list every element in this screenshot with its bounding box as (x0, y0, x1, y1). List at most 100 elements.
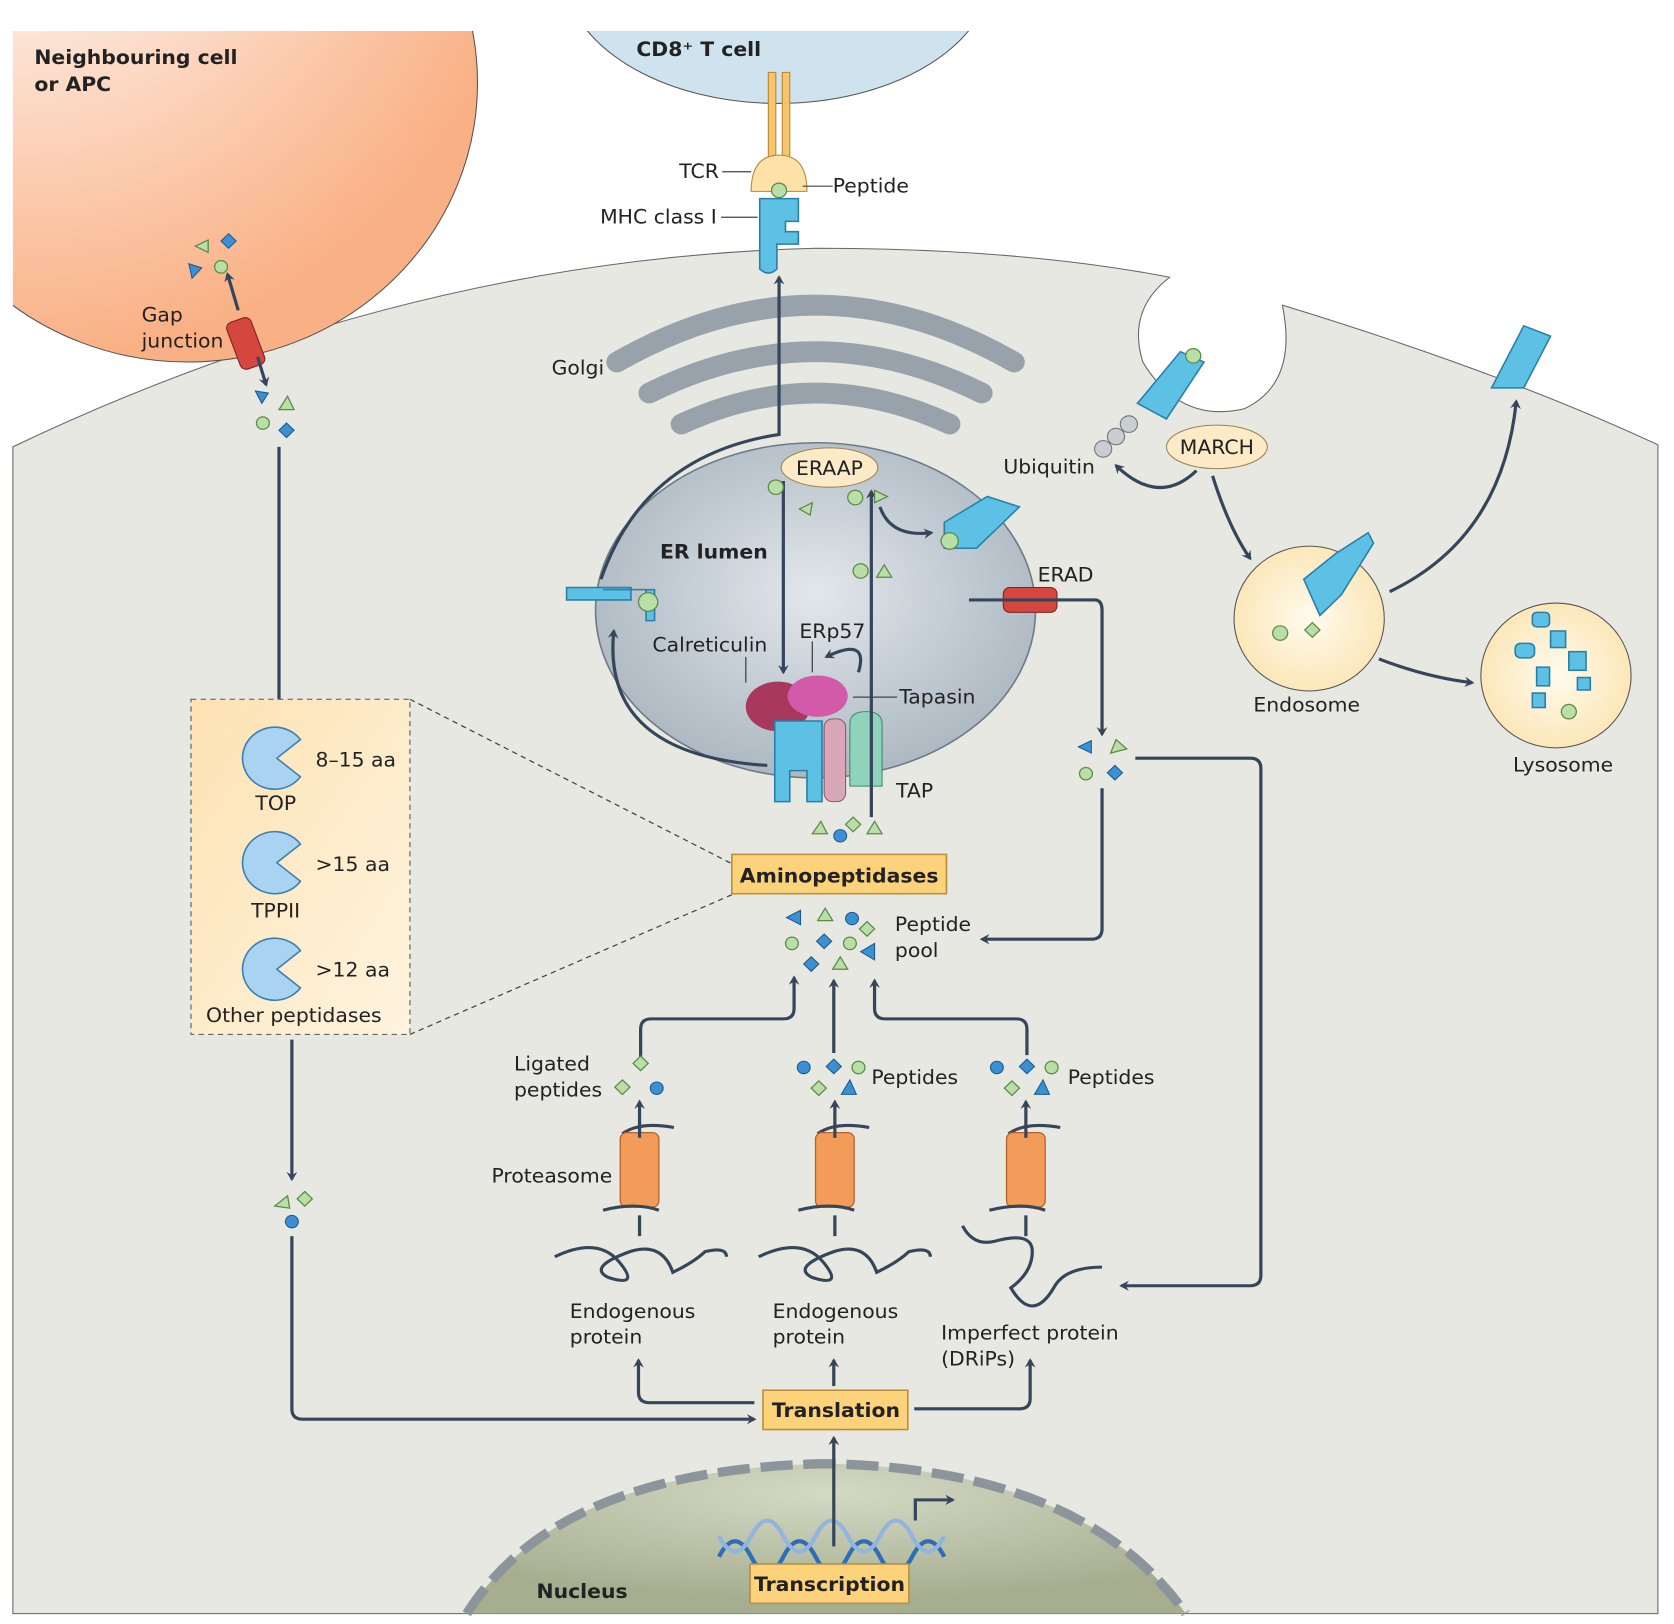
tap-label: TAP (895, 779, 933, 803)
other-peptidase-pacman-icon (241, 937, 302, 1002)
ubiquitin-chain (1094, 415, 1138, 458)
peptide-icon (284, 1214, 299, 1229)
er-lumen-label: ER lumen (660, 540, 768, 564)
peptide-icon (220, 232, 237, 250)
tcr-label: TCR (678, 159, 719, 183)
top-pacman-icon (241, 726, 302, 790)
neighbour-label: Neighbouring cell (34, 45, 237, 69)
mhc-label: MHC class I (600, 205, 717, 229)
peptide-icon (833, 829, 848, 843)
golgi (606, 294, 1025, 435)
ubiquitin-label: Ubiquitin (1003, 455, 1095, 479)
tcr (750, 71, 808, 192)
ligated-label-2: peptides (514, 1078, 602, 1102)
imperfect-label-2: (DRiPs) (941, 1347, 1015, 1371)
peptide-icon (637, 592, 659, 612)
peptide-icon (273, 1194, 291, 1209)
peptide-pool-icons (784, 906, 876, 973)
peptide-icon (811, 820, 829, 835)
aminopeptidases-label: Aminopeptidases (740, 864, 939, 888)
peptide-pool-label-2: pool (895, 938, 939, 962)
mhc-class-i-surface (758, 197, 800, 274)
eraap-badge (780, 447, 879, 488)
peptide-icon (940, 532, 959, 550)
nuclear-envelope (462, 1459, 1190, 1617)
peptide-icon (852, 563, 869, 579)
peptide-icon (1078, 766, 1094, 781)
imperfect-label: Imperfect protein (941, 1321, 1119, 1345)
gap-label-2: junction (141, 329, 224, 353)
peptides-icons-1 (796, 1058, 866, 1097)
imperfect-protein (961, 1225, 1103, 1308)
endogenous-label-1: Endogenous (570, 1299, 696, 1323)
erp57-label: ERp57 (799, 620, 865, 644)
tap-transporter (849, 711, 883, 787)
gap-junction (226, 317, 266, 370)
peptide-icon (255, 416, 270, 430)
translation-box (762, 1389, 909, 1431)
peptide-icon (798, 501, 814, 517)
mhc-recycled (1490, 324, 1552, 389)
lysosome (1480, 602, 1632, 749)
transcription-label: Transcription (754, 1572, 905, 1596)
peptides-label-2: Peptides (1068, 1065, 1155, 1089)
lysosome-label: Lysosome (1513, 753, 1613, 777)
other-size-label: >12 aa (315, 958, 389, 982)
peptide-icon (1106, 764, 1124, 781)
march-badge (1165, 424, 1268, 470)
peptide-icon (296, 1190, 314, 1208)
peptide-icon (1077, 739, 1092, 754)
ligated-peptides-icons (613, 1055, 664, 1096)
peptide-icon (278, 422, 295, 439)
other-peptidases-label: Other peptidases (206, 1003, 382, 1027)
proteasome-3 (988, 1123, 1061, 1212)
peptides-label-1: Peptides (871, 1065, 958, 1089)
aminopeptidases-box (731, 853, 948, 895)
tapasin-label: Tapasin (898, 685, 975, 709)
endogenous-label-2: Endogenous (773, 1299, 899, 1323)
golgi-label: Golgi (552, 356, 605, 380)
endogenous-protein-1 (554, 1246, 729, 1282)
tppii-size-label: >15 aa (315, 852, 389, 876)
erad-label: ERAD (1038, 563, 1094, 587)
proteasome-1 (602, 1123, 675, 1212)
peptide-icon (844, 816, 862, 833)
peptide-icon (770, 182, 788, 199)
peptide-icon (1272, 625, 1289, 641)
peptide-icon (254, 390, 270, 405)
top-size-label: 8–15 aa (315, 748, 396, 772)
peptide-icon (1185, 347, 1202, 364)
tppii-pacman-icon (241, 830, 302, 895)
mhc-endosome (1302, 531, 1375, 617)
peptide-icon (847, 489, 864, 506)
neighbour-label-2: or APC (34, 72, 111, 96)
peptide-icon (1303, 621, 1321, 639)
peptide-icon (767, 479, 784, 496)
peptide-icon (188, 262, 203, 280)
endogenous-protein-2 (757, 1246, 932, 1282)
peptide-icon (1109, 738, 1129, 754)
gap-label: Gap (142, 303, 183, 327)
peptide-label: Peptide (833, 174, 909, 198)
peptide-icon (213, 260, 229, 274)
endogenous-label-2b: protein (773, 1325, 845, 1349)
nucleus (466, 1463, 1186, 1614)
transcription-box (749, 1563, 910, 1605)
calreticulin-label: Calreticulin (652, 633, 767, 657)
peptides-icons-2 (989, 1058, 1059, 1097)
endosome-label: Endosome (1253, 693, 1360, 717)
t-cell (586, 31, 970, 104)
peptide-icon (1560, 703, 1577, 720)
peptide-pool-label: Peptide (895, 912, 971, 936)
erp57 (787, 675, 848, 717)
mhc-plc (773, 720, 823, 803)
endosome (1233, 545, 1385, 692)
degraded-mhc-fragments (1514, 611, 1592, 709)
eraap-label: ERAAP (796, 456, 863, 480)
endogenous-label-1b: protein (570, 1325, 642, 1349)
tppii-label: TPPII (250, 899, 300, 923)
nucleus-label: Nucleus (537, 1579, 628, 1603)
translation-label: Translation (772, 1398, 900, 1422)
peptide-icon (873, 489, 889, 504)
